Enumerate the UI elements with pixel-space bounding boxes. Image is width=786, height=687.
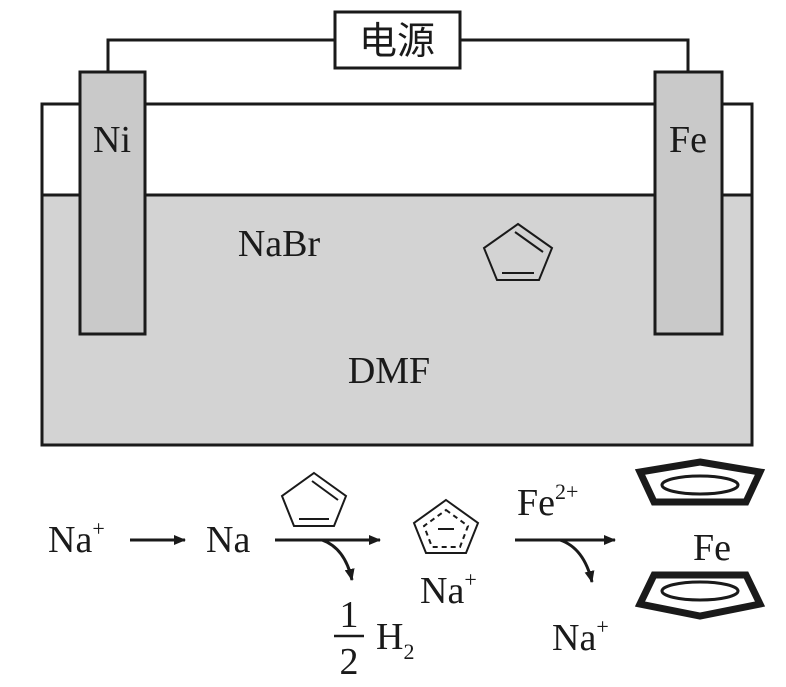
wire-left xyxy=(106,38,335,72)
hydrogen-molecule-label: H2 xyxy=(376,616,414,664)
electrolytic-cell: 电源 Ni Fe NaBr DMF xyxy=(40,10,754,447)
released-sodium-ion-label: Na+ xyxy=(552,614,609,659)
solvent-label: DMF xyxy=(348,350,430,392)
sodium-release-arrow xyxy=(559,538,595,583)
ferrocene-bottom-ring xyxy=(634,571,766,620)
ferrocene-top-ring xyxy=(634,458,766,506)
reaction-scheme: Na+ Na 1 2 H2 Na+ xyxy=(48,458,766,683)
iron-electrode: Fe xyxy=(653,70,724,336)
nickel-electrode: Ni xyxy=(78,70,147,336)
cyclopentadiene-icon xyxy=(482,222,554,281)
hydrogen-label: 1 2 H2 xyxy=(334,594,414,683)
hydrogen-coefficient-numerator: 1 xyxy=(340,594,359,636)
sodium-ion-label: Na+ xyxy=(48,516,105,561)
sodium-metal-label: Na xyxy=(206,519,250,561)
wire-right xyxy=(460,38,690,72)
iron-ion-label: Fe2+ xyxy=(517,479,578,524)
sodium-cyclopentadienide-label: Na+ xyxy=(420,567,477,612)
cyclopentadienyl-anion-icon xyxy=(412,498,480,554)
hydrogen-release-arrow xyxy=(321,538,355,581)
power-source: 电源 xyxy=(333,10,462,70)
solution xyxy=(42,195,752,445)
ferrocene-icon: Fe xyxy=(634,458,766,620)
power-source-label: 电源 xyxy=(359,19,435,63)
cell-container xyxy=(40,102,754,447)
hydrogen-coefficient-denominator: 2 xyxy=(340,641,359,683)
electrolyte-salt-label: NaBr xyxy=(238,223,321,265)
cyclopentadiene-reagent-icon xyxy=(280,471,348,527)
nickel-electrode-label: Ni xyxy=(93,119,131,161)
iron-electrode-label: Fe xyxy=(669,119,707,161)
ferrocene-metal-label: Fe xyxy=(693,527,731,569)
